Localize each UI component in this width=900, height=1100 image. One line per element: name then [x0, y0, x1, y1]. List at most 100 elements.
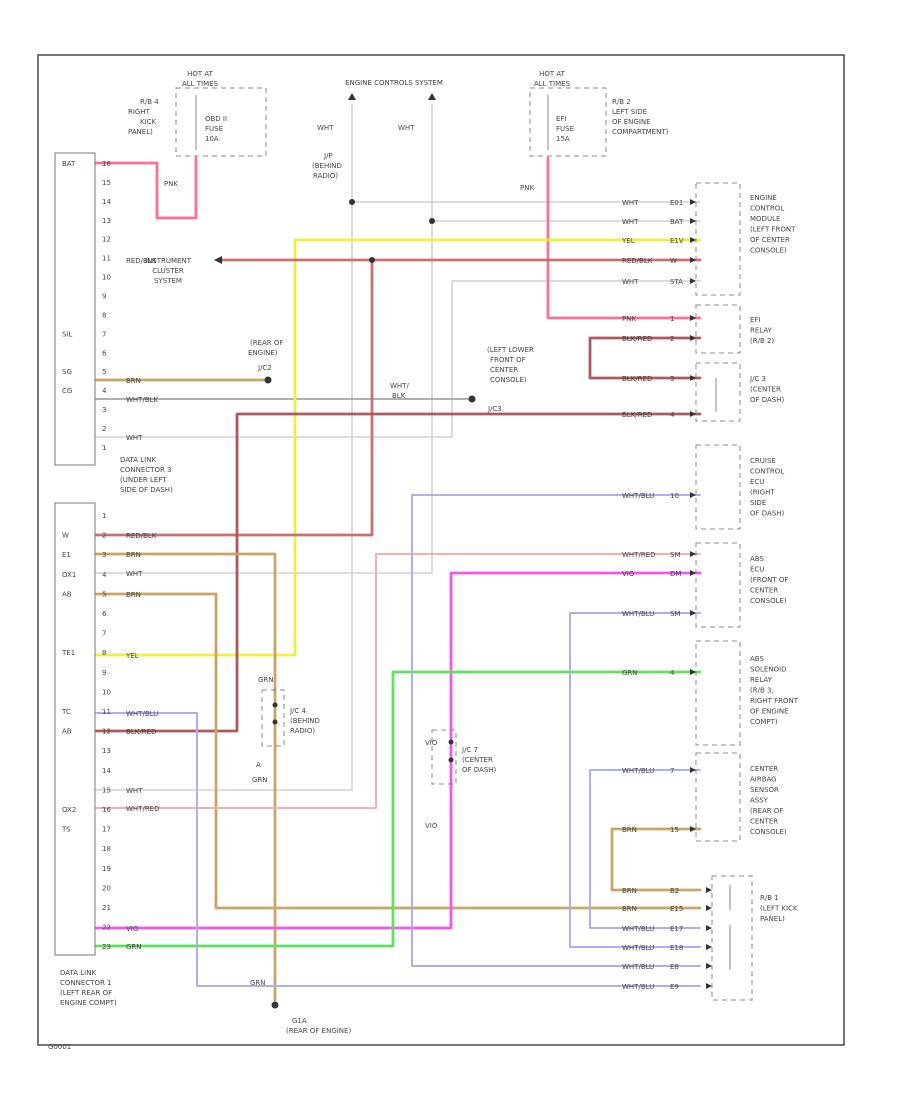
efi-relay-box [695, 304, 741, 354]
right-pin-id: E18 [670, 944, 683, 952]
cruise-ecu-label: CONTROL [750, 468, 784, 476]
connector-arrow [690, 551, 696, 557]
wire-dlc1-3 [93, 552, 277, 1002]
right-pin-id: STA [670, 278, 683, 286]
jp-l1: J/P [323, 152, 333, 160]
wht-right-label: WHT [398, 124, 415, 132]
fuse-left-l2: FUSE [205, 125, 223, 133]
right-wire-color: RED/BLK [622, 257, 653, 265]
hot-left-line1: HOT AT [187, 70, 214, 78]
connector-arrow [690, 335, 696, 341]
jc4-l3: RADIO) [290, 727, 315, 735]
efi-relay-label: EFI [750, 316, 761, 324]
dlc1-pin-number: 23 [102, 943, 111, 951]
jp-l3: RADIO) [313, 172, 338, 180]
abs-relay-label: OF ENGINE [750, 708, 789, 716]
dlc3-pin-number: 2 [102, 425, 106, 433]
wire-dlc3-16 [93, 156, 198, 220]
abs-relay-label: (R/B 3, [750, 687, 774, 695]
dlc1-pin-number: 9 [102, 669, 106, 677]
dlc1-pin-number: 21 [102, 904, 111, 912]
dlc1-signal-name: OX1 [62, 571, 76, 579]
dlc3-pin-number: 9 [102, 293, 106, 301]
dlc1-signal-name: E1 [62, 551, 71, 559]
connector-arrow [690, 411, 696, 417]
grn-ground-label: GRN [250, 979, 266, 987]
fuse-left-group: HOT AT ALL TIMES OBD II FUSE 10A R/B 4 R… [128, 70, 267, 188]
vio-a: VIO [425, 739, 438, 747]
wire-color-label: BLK/RED [126, 728, 156, 736]
dlc3-l3: (UNDER LEFT [120, 476, 167, 484]
right-pin-id: 2 [670, 335, 674, 343]
right-wire-color: GRN [622, 669, 638, 677]
wire-abs-sm [569, 612, 701, 948]
instrument-cluster-group: INSTRUMENT CLUSTER SYSTEM [145, 256, 375, 285]
red-blk-wires [93, 258, 702, 537]
connector-arrow [690, 315, 696, 321]
vio-b: VIO [425, 822, 438, 830]
jc7-pin-b [448, 757, 454, 763]
ground-terminal [271, 1001, 279, 1009]
splice-jp-b [429, 218, 435, 224]
right-wire-color: WHT/BLU [622, 610, 654, 618]
right-pin-id: E8 [670, 963, 679, 971]
diagram-frame [37, 54, 845, 1046]
abs-ecu-label: (FRONT OF [750, 576, 788, 584]
cruise-ecu-label: SIDE [750, 499, 766, 507]
connector-arrow [690, 669, 696, 675]
dlc1-pin-number: 3 [102, 551, 106, 559]
jc4-box [261, 689, 285, 747]
dlc1-pin-number: 15 [102, 786, 111, 794]
dlc1-pin-number: 18 [102, 845, 111, 853]
wire-cruise [411, 494, 701, 967]
connector-arrow [690, 278, 696, 284]
dlc1-pin-number: 14 [102, 767, 111, 775]
cruise-box [695, 444, 741, 530]
ecs-arrow-right [428, 93, 436, 100]
connector-arrow [706, 887, 712, 893]
right-wire-color: WHT/BLU [622, 925, 654, 933]
connector-arrow [690, 767, 696, 773]
airbag-label: CENTER [750, 818, 778, 826]
dlc1-signal-name: W [62, 532, 69, 540]
connector-arrow [706, 944, 712, 950]
brown-wires [93, 378, 702, 1002]
airbag-label: (REAR OF [750, 807, 783, 815]
dlc1-body [54, 502, 96, 956]
right-pin-id: W [670, 257, 677, 265]
ic-arrow [214, 256, 222, 264]
fuse-right-l2: FUSE [556, 125, 574, 133]
wht-blk-mid-2: BLK [392, 392, 406, 400]
wire-ecm-sta [94, 280, 701, 438]
dlc3-pin-number: 8 [102, 311, 106, 319]
efi-relay-label: (R/B 2) [750, 337, 774, 345]
right-wire-color: BRN [622, 905, 637, 913]
right-pin-id: SM [670, 551, 680, 559]
abs-ecu-box [695, 542, 741, 628]
jc3-lower-group: (LEFT LOWER FRONT OF CENTER CONSOLE) J/C… [390, 346, 534, 413]
wire-jc3-4 [93, 412, 702, 733]
wire-dlc1-5 [93, 592, 702, 910]
lower-front-l2: FRONT OF [490, 356, 526, 364]
connector-arrow [690, 826, 696, 832]
fuse-left-l3: 10A [205, 135, 219, 143]
wire-airbag-loop [610, 827, 702, 892]
right-pin-id: E1V [670, 237, 684, 245]
dlc1-pin-number: 19 [102, 865, 111, 873]
jc7-pin-a [448, 739, 454, 745]
lower-front-l4: CONSOLE) [490, 376, 527, 384]
rb4-l3: KICK [140, 118, 157, 126]
connector-arrow [690, 218, 696, 224]
wire-color-labels: RED/BLKBRNWHT/BLKWHTRED/BLKBRNWHTBRNYELW… [125, 257, 160, 951]
connector-arrow [690, 257, 696, 263]
wire-dlc1-2 [93, 258, 374, 537]
jc7-l3: OF DASH) [462, 766, 497, 774]
wire-dlc1-22 [93, 571, 702, 930]
dlc3-pin-number: 11 [102, 255, 111, 263]
wht-blu-wires [94, 494, 701, 987]
right-wire-color: PNK [622, 315, 636, 323]
wire-dlc1-17 [94, 553, 701, 809]
abs-relay-box [695, 640, 741, 746]
dlc3-l1: DATA LINK [120, 456, 156, 464]
